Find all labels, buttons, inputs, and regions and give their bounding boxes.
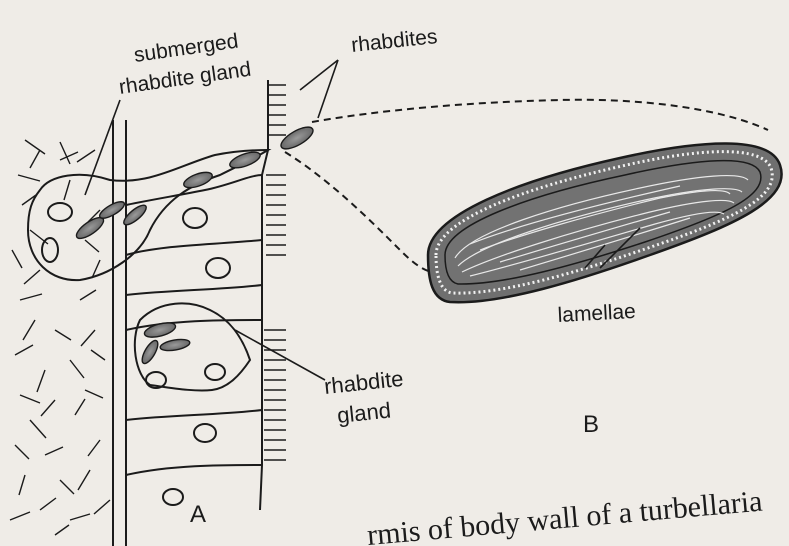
- submerged-gland-outline: [28, 150, 268, 280]
- panel-a-drawing: [10, 80, 286, 546]
- label-rhabdites: rhabdites: [350, 25, 438, 57]
- label-gland: gland: [336, 397, 392, 427]
- label-lamellae: lamellae: [557, 300, 636, 327]
- figure-caption: rmis of body wall of a turbellaria: [366, 485, 764, 546]
- connective-tissue-fibres: [10, 140, 110, 535]
- label-rhabdite: rhabdite: [323, 366, 405, 399]
- enlarged-rhabdite: [428, 143, 782, 302]
- label-panel-b: B: [583, 411, 599, 438]
- label-panel-a: A: [190, 501, 206, 528]
